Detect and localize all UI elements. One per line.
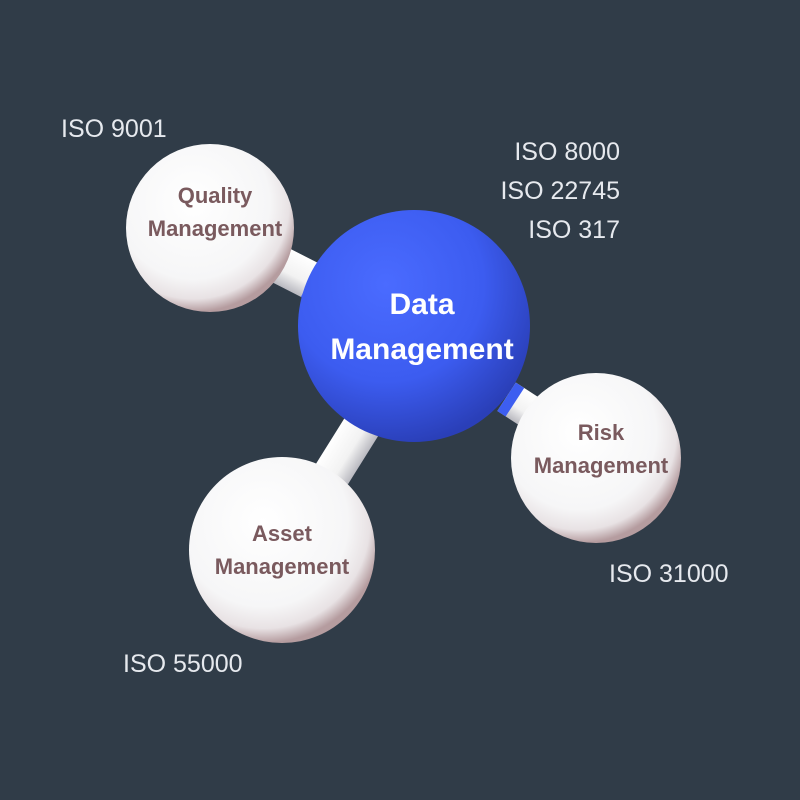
asset-standard: ISO 55000 — [123, 650, 243, 678]
asset-label-line1: Asset — [252, 521, 312, 546]
risk-management-sphere — [511, 373, 681, 543]
quality-label-line2: Management — [147, 216, 283, 241]
risk-label-line2: Management — [533, 453, 669, 478]
asset-label-line2: Management — [214, 554, 350, 579]
hub-label-line1: Data — [389, 288, 455, 321]
hub-standard-1: ISO 8000 — [514, 138, 620, 166]
quality-management-label: Quality Management — [130, 179, 300, 245]
hub-label-line2: Management — [330, 333, 514, 366]
hub-standard-3: ISO 317 — [528, 216, 620, 244]
data-management-sphere — [298, 210, 530, 442]
quality-standard: ISO 9001 — [61, 115, 167, 143]
risk-standard: ISO 31000 — [609, 560, 729, 588]
hub-label: Data Management — [310, 282, 534, 372]
hub-standards: ISO 8000 ISO 22745 ISO 317 — [440, 133, 620, 250]
quality-label-line1: Quality — [177, 183, 253, 208]
hub-standard-2: ISO 22745 — [500, 177, 620, 205]
risk-management-label: Risk Management — [516, 416, 686, 482]
asset-management-sphere — [189, 457, 375, 643]
risk-label-line1: Risk — [577, 420, 625, 445]
quality-management-sphere — [126, 144, 294, 312]
asset-management-label: Asset Management — [197, 517, 367, 583]
